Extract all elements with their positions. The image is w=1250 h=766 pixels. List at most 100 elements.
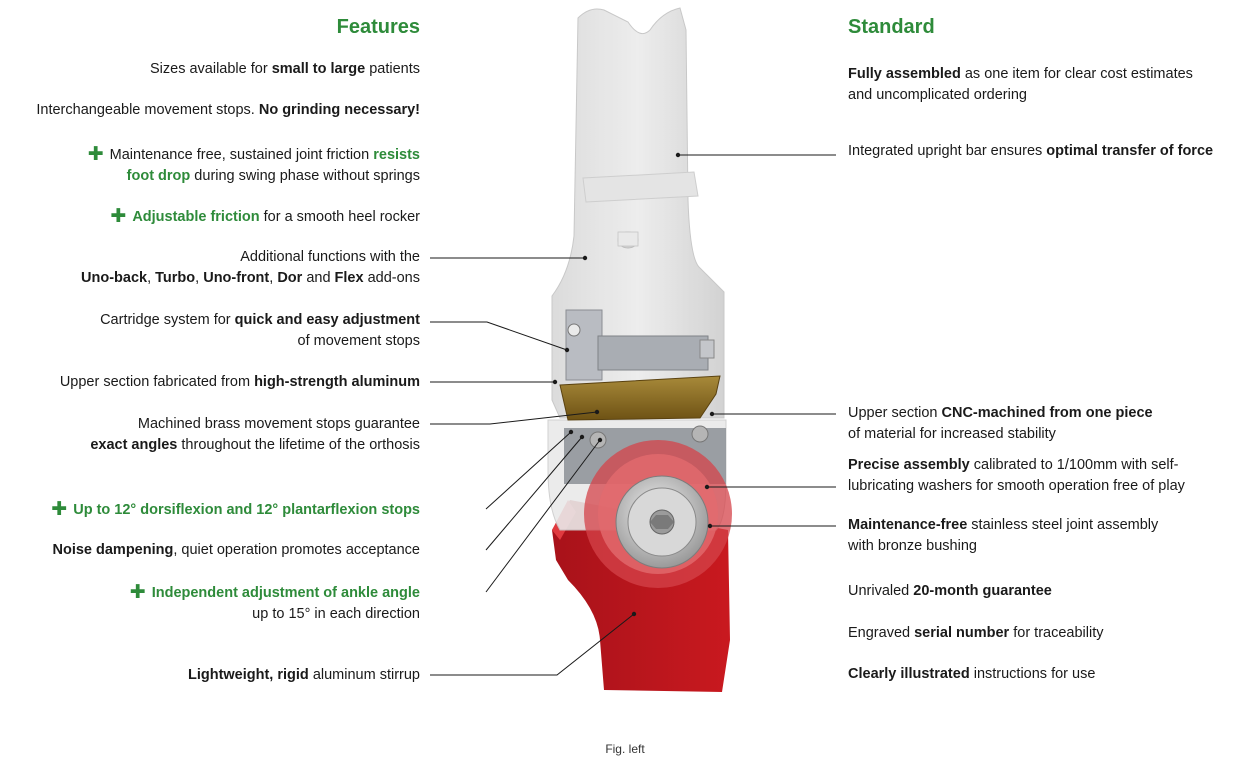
label-segment: Flex bbox=[334, 270, 364, 286]
label-segment: aluminum stirrup bbox=[308, 667, 420, 683]
label-segment: with bronze bushing bbox=[848, 538, 977, 554]
label-segment: Engraved bbox=[848, 625, 915, 641]
features-heading: Features bbox=[336, 16, 420, 38]
feature-label: Sizes available for small to large patie… bbox=[0, 59, 420, 80]
label-line: Interchangeable movement stops. No grind… bbox=[0, 100, 420, 121]
label-segment: during swing phase without springs bbox=[190, 168, 420, 184]
standard-label: Maintenance-free stainless steel joint a… bbox=[848, 515, 1248, 557]
feature-label: Upper section fabricated from high-stren… bbox=[0, 372, 420, 393]
label-line: of material for increased stability bbox=[848, 424, 1248, 445]
label-segment: resists bbox=[373, 147, 420, 163]
leader-dots-left bbox=[552, 255, 637, 617]
label-line: Additional functions with the bbox=[0, 247, 420, 268]
standard-label: Engraved serial number for traceability bbox=[848, 623, 1248, 644]
label-line: ✚ Maintenance free, sustained joint frict… bbox=[0, 143, 420, 166]
label-segment: Cartridge system for bbox=[100, 312, 235, 328]
label-segment: , bbox=[195, 270, 204, 286]
feature-label: ✚ Maintenance free, sustained joint frict… bbox=[0, 143, 420, 187]
label-segment: Noise dampening bbox=[52, 542, 174, 558]
label-segment: for a smooth heel rocker bbox=[259, 209, 420, 225]
label-segment: Additional functions with the bbox=[240, 249, 420, 265]
label-segment: No grinding necessary! bbox=[258, 102, 420, 118]
label-line: Engraved serial number for traceability bbox=[848, 623, 1248, 644]
plus-icon: ✚ bbox=[87, 144, 104, 165]
label-segment: small to large bbox=[271, 61, 366, 77]
figure-caption: Fig. left bbox=[605, 742, 645, 756]
label-line: Integrated upright bar ensures optimal t… bbox=[848, 141, 1248, 162]
cartridge bbox=[565, 309, 715, 381]
feature-label: ✚Up to 12° dorsiflexion and 12° plantarf… bbox=[0, 498, 420, 521]
label-segment: Maintenance-free bbox=[848, 517, 968, 533]
label-line: and uncomplicated ordering bbox=[848, 85, 1248, 106]
label-segment: for traceability bbox=[1009, 625, 1104, 641]
label-segment: Upper section fabricated from bbox=[59, 374, 255, 390]
label-line: Lightweight, rigid aluminum stirrup bbox=[0, 665, 420, 686]
plus-icon: ✚ bbox=[110, 206, 127, 227]
label-line: Upper section fabricated from high-stren… bbox=[0, 372, 420, 393]
label-segment: and bbox=[302, 270, 335, 286]
label-segment: Uno-front bbox=[203, 270, 270, 286]
label-line: Maintenance-free stainless steel joint a… bbox=[848, 515, 1248, 536]
label-line: Cartridge system for quick and easy adju… bbox=[0, 310, 420, 331]
label-segment: calibrated to 1/100mm with self- bbox=[969, 457, 1179, 473]
label-line: foot drop during swing phase without spr… bbox=[0, 166, 420, 187]
standard-label: Integrated upright bar ensures optimal t… bbox=[848, 141, 1248, 162]
label-segment: lubricating washers for smooth operation… bbox=[848, 478, 1185, 494]
label-line: ✚Up to 12° dorsiflexion and 12° plantarf… bbox=[0, 498, 420, 521]
label-line: lubricating washers for smooth operation… bbox=[848, 476, 1248, 497]
feature-label: Interchangeable movement stops. No grind… bbox=[0, 100, 420, 121]
label-line: Uno-back, Turbo, Uno-front, Dor and Flex… bbox=[0, 268, 420, 289]
label-segment: , quiet operation promotes acceptance bbox=[173, 542, 420, 558]
label-line: Unrivaled 20-month guarantee bbox=[848, 581, 1248, 602]
label-segment: exact angles bbox=[90, 437, 178, 453]
label-segment: Clearly illustrated bbox=[848, 666, 970, 682]
label-line: Fully assembled as one item for clear co… bbox=[848, 64, 1248, 85]
standard-label: Upper section CNC-machined from one piec… bbox=[848, 403, 1248, 445]
label-line: of movement stops bbox=[0, 331, 421, 352]
label-segment: foot drop bbox=[126, 168, 191, 184]
label-line: exact angles throughout the lifetime of … bbox=[0, 435, 420, 456]
label-line: ✚ Independent adjustment of ankle angle bbox=[0, 581, 420, 604]
label-line: Machined brass movement stops guarantee bbox=[0, 414, 420, 435]
label-segment: patients bbox=[365, 61, 420, 77]
label-segment: Fully assembled bbox=[848, 66, 961, 82]
feature-label: ✚ Independent adjustment of ankle angle up… bbox=[0, 581, 420, 625]
label-segment: up to 15° in each direction bbox=[252, 606, 420, 622]
label-segment: , bbox=[269, 270, 278, 286]
label-segment: as one item for clear cost estimates bbox=[960, 66, 1193, 82]
label-segment: Up to 12° dorsiflexion and 12° plantarfl… bbox=[73, 502, 420, 518]
label-segment: , bbox=[147, 270, 156, 286]
leader-lines-left bbox=[430, 257, 635, 676]
label-line: with bronze bushing bbox=[848, 536, 1248, 557]
label-segment: Integrated upright bar ensures bbox=[848, 143, 1047, 159]
label-line: Clearly illustrated instructions for use bbox=[848, 664, 1248, 685]
label-segment: Upper section bbox=[848, 405, 942, 421]
label-segment: Independent adjustment of ankle angle bbox=[151, 585, 420, 601]
standard-heading: Standard bbox=[848, 16, 935, 38]
label-segment: and uncomplicated ordering bbox=[848, 87, 1027, 103]
label-line: Precise assembly calibrated to 1/100mm w… bbox=[848, 455, 1248, 476]
label-segment: Sizes available for bbox=[149, 61, 272, 77]
label-segment: quick and easy adjustment bbox=[234, 312, 420, 328]
label-segment: Interchangeable movement stops. bbox=[36, 102, 259, 118]
label-line: ✚ Adjustable friction for a smooth heel r… bbox=[0, 205, 420, 228]
label-line: Noise dampening, quiet operation promote… bbox=[0, 540, 420, 561]
label-segment: stainless steel joint assembly bbox=[967, 517, 1159, 533]
label-segment: CNC-machined from one piece bbox=[941, 405, 1153, 421]
label-segment: Maintenance free, sustained joint fricti… bbox=[109, 147, 374, 163]
label-segment: Adjustable friction bbox=[132, 209, 260, 225]
feature-label: Lightweight, rigid aluminum stirrup bbox=[0, 665, 420, 686]
leader-dots-right bbox=[675, 152, 715, 529]
leader-lines-right bbox=[678, 154, 836, 527]
standard-label: Unrivaled 20-month guarantee bbox=[848, 581, 1248, 602]
standard-label: Precise assembly calibrated to 1/100mm w… bbox=[848, 455, 1248, 497]
label-segment: optimal transfer of force bbox=[1046, 143, 1214, 159]
label-segment: serial number bbox=[914, 625, 1010, 641]
label-segment: instructions for use bbox=[969, 666, 1096, 682]
label-segment: 20-month guarantee bbox=[913, 583, 1052, 599]
label-line: Upper section CNC-machined from one piec… bbox=[848, 403, 1248, 424]
label-segment: throughout the lifetime of the orthosis bbox=[177, 437, 420, 453]
plus-icon: ✚ bbox=[129, 582, 146, 603]
